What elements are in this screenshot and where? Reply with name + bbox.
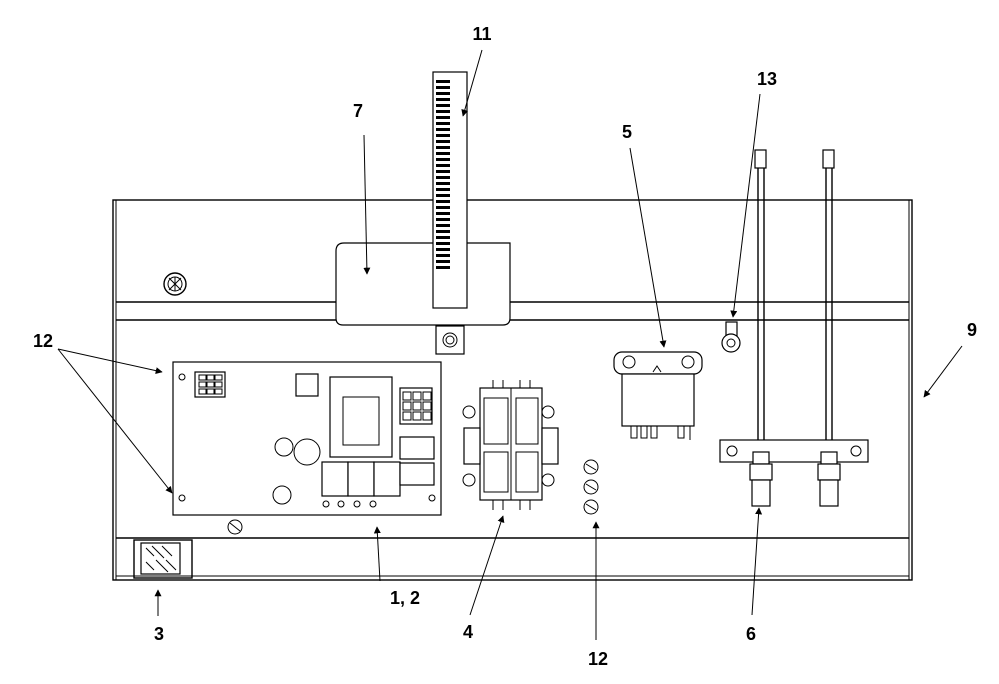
heat-sink-fin: [436, 128, 450, 131]
heat-sink-fin: [436, 182, 450, 185]
heat-sink-fin: [436, 242, 450, 245]
capillary-tubes-6: [719, 149, 869, 507]
contactor-4: [462, 380, 559, 510]
callout-5: 5: [622, 122, 632, 142]
callout-6: 6: [746, 624, 756, 644]
heat-sink-fin: [436, 146, 450, 149]
heat-sink-fin: [436, 134, 450, 137]
callout-9: 9: [967, 320, 977, 340]
heat-sink-fin: [436, 260, 450, 263]
heat-sink-fin: [436, 266, 450, 269]
terminal-lug-13: [721, 321, 741, 353]
mounting-screw-board: [227, 519, 243, 535]
heat-sink-fin: [436, 248, 450, 251]
heat-sink-fin: [436, 254, 450, 257]
callout-3: 3: [154, 624, 164, 644]
heat-sink-fin: [436, 218, 450, 221]
heat-sink-11: [432, 71, 468, 355]
heat-sink-fin: [436, 140, 450, 143]
heat-sink-fin: [436, 170, 450, 173]
callout-1-2: 1, 2: [390, 588, 420, 608]
heat-sink-fin: [436, 200, 450, 203]
relay-5: [613, 351, 703, 440]
heat-sink-fin: [436, 122, 450, 125]
callout-11: 11: [472, 24, 491, 44]
heat-sink-fin: [436, 164, 450, 167]
rocker-switch-3: [133, 539, 193, 579]
heat-sink-fin: [436, 152, 450, 155]
heat-sink-fin: [436, 236, 450, 239]
callout-12-left: 12: [33, 331, 53, 351]
heat-sink-fin: [436, 158, 450, 161]
heat-sink-fin: [436, 104, 450, 107]
terminal-screws: [583, 459, 599, 515]
control-panel-enclosure: [112, 199, 913, 581]
callout-7: 7: [353, 101, 363, 121]
cover-plate-7: [335, 242, 511, 326]
heat-sink-fin: [436, 212, 450, 215]
heat-sink-fin: [436, 110, 450, 113]
callout-4: 4: [463, 622, 473, 642]
heat-sink-fin: [436, 98, 450, 101]
circuit-board: [172, 361, 442, 516]
heat-sink-fin: [436, 224, 450, 227]
heat-sink-fin: [436, 116, 450, 119]
callout-12-bottom: 12: [588, 649, 608, 669]
heat-sink-fin: [436, 194, 450, 197]
heat-sink-fin: [436, 86, 450, 89]
heat-sink-fin: [436, 80, 450, 83]
heat-sink-fin: [436, 206, 450, 209]
heat-sink-fin: [436, 230, 450, 233]
heat-sink-fin: [436, 188, 450, 191]
heat-sink-fin: [436, 92, 450, 95]
heat-sink-fin: [436, 176, 450, 179]
grommet-knockout: [163, 272, 187, 296]
leader-lines: [57, 49, 963, 640]
callout-13: 13: [757, 69, 777, 89]
